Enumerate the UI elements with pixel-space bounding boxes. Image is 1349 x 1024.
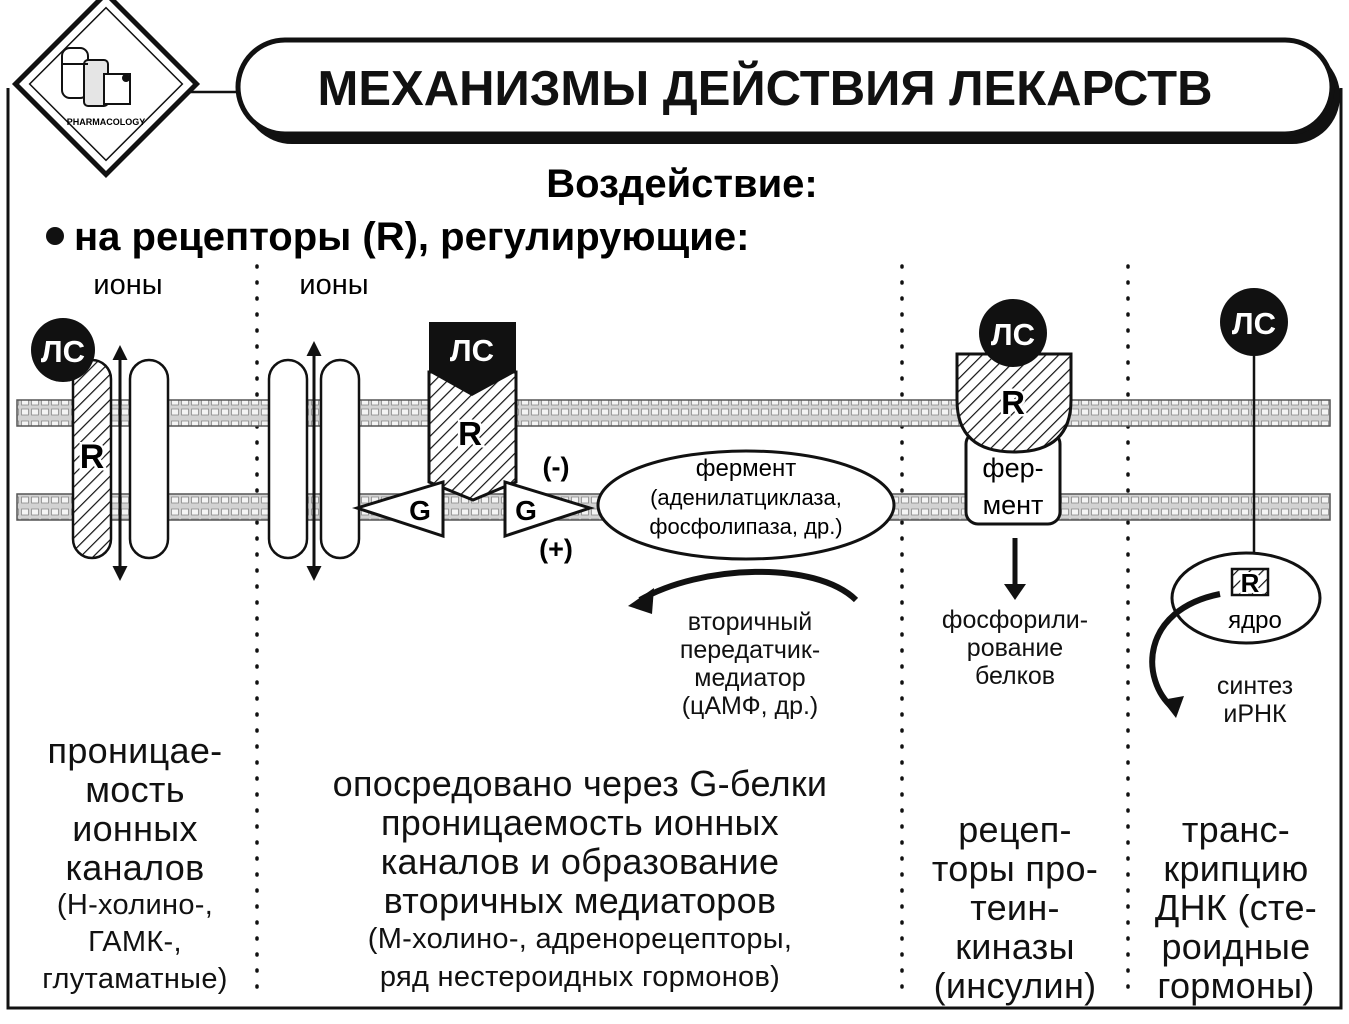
title-box [235,37,1335,137]
second-messenger-arrow [638,568,859,603]
column-4-description: транс- крипцию ДНК (сте- роидные гормоны… [1154,809,1318,1006]
minus-label: (-) [543,452,570,482]
enzyme-adenylate-cyclase: фермент (аденилатциклаза, фосфолипаза, д… [596,449,896,561]
plus-label: (+) [539,534,573,564]
bullet-dot [46,227,64,245]
svg-text:мент: мент [983,490,1044,520]
svg-text:фермент: фермент [696,455,797,482]
drug-circle-1 [31,318,95,382]
kinase-receptor: фер- мент R ЛС [955,299,1073,600]
g-protein-receptor: ЛС R G G (-) (+) [351,322,595,564]
ion-channel-2 [267,341,361,581]
rna-synthesis-arrow [1149,591,1221,711]
logo-caption: PHARMACOLOGY [67,117,146,127]
membrane-top [16,399,1331,427]
nuclear-receptor: ЛС R ядро [1149,288,1322,718]
svg-text:фер-: фер- [982,453,1043,483]
ions-label-2: ионы [299,269,368,301]
subtitle: Воздействие: [546,162,817,206]
svg-text:ядро: ядро [1228,607,1282,634]
drug-circle-3 [979,299,1047,367]
second-messenger-label: вторичный передатчик- медиатор (цАМФ, др… [679,608,821,720]
drug-block-2 [429,322,516,396]
g-protein-left [351,479,445,539]
svg-text:ЛС: ЛС [450,333,494,368]
svg-text:ЛС: ЛС [1232,306,1276,341]
svg-text:ЛС: ЛС [41,334,85,369]
svg-text:(аденилатциклаза,: (аденилатциклаза, [650,485,842,510]
column-1-description: проницае- мость ионных каналов (Н-холино… [42,730,228,995]
column-2-description: опосредовано через G-белки проницаемость… [332,763,828,993]
svg-text:фосфолипаза, др.): фосфолипаза, др.) [649,514,842,539]
drug-circle-4 [1220,288,1288,356]
phosphorylation-label: фосфорили- рование белков [941,606,1089,690]
frame-border [6,88,1343,1010]
page-title: МЕХАНИЗМЫ ДЕЙСТВИЯ ЛЕКАРСТВ [318,61,1213,116]
g-protein-right [503,479,595,539]
rna-synthesis-label: синтез иРНК [1216,672,1294,728]
pharmacology-logo: PHARMACOLOGY [11,0,201,179]
bullet-text: на рецепторы (R), регулирующие: [74,215,749,259]
svg-text:R: R [1001,384,1025,421]
ions-label-1: ионы [93,269,162,301]
nucleus [1170,551,1322,645]
svg-text:ЛС: ЛС [991,317,1035,352]
ion-channel-1: R ЛС [31,318,170,581]
svg-text:R: R [80,438,105,476]
svg-text:G: G [515,495,537,526]
svg-text:R: R [1241,568,1260,598]
svg-text:G: G [409,495,431,526]
column-3-description: рецеп- торы про- теин- киназы (инсулин) [931,809,1099,1006]
svg-text:R: R [458,415,482,452]
